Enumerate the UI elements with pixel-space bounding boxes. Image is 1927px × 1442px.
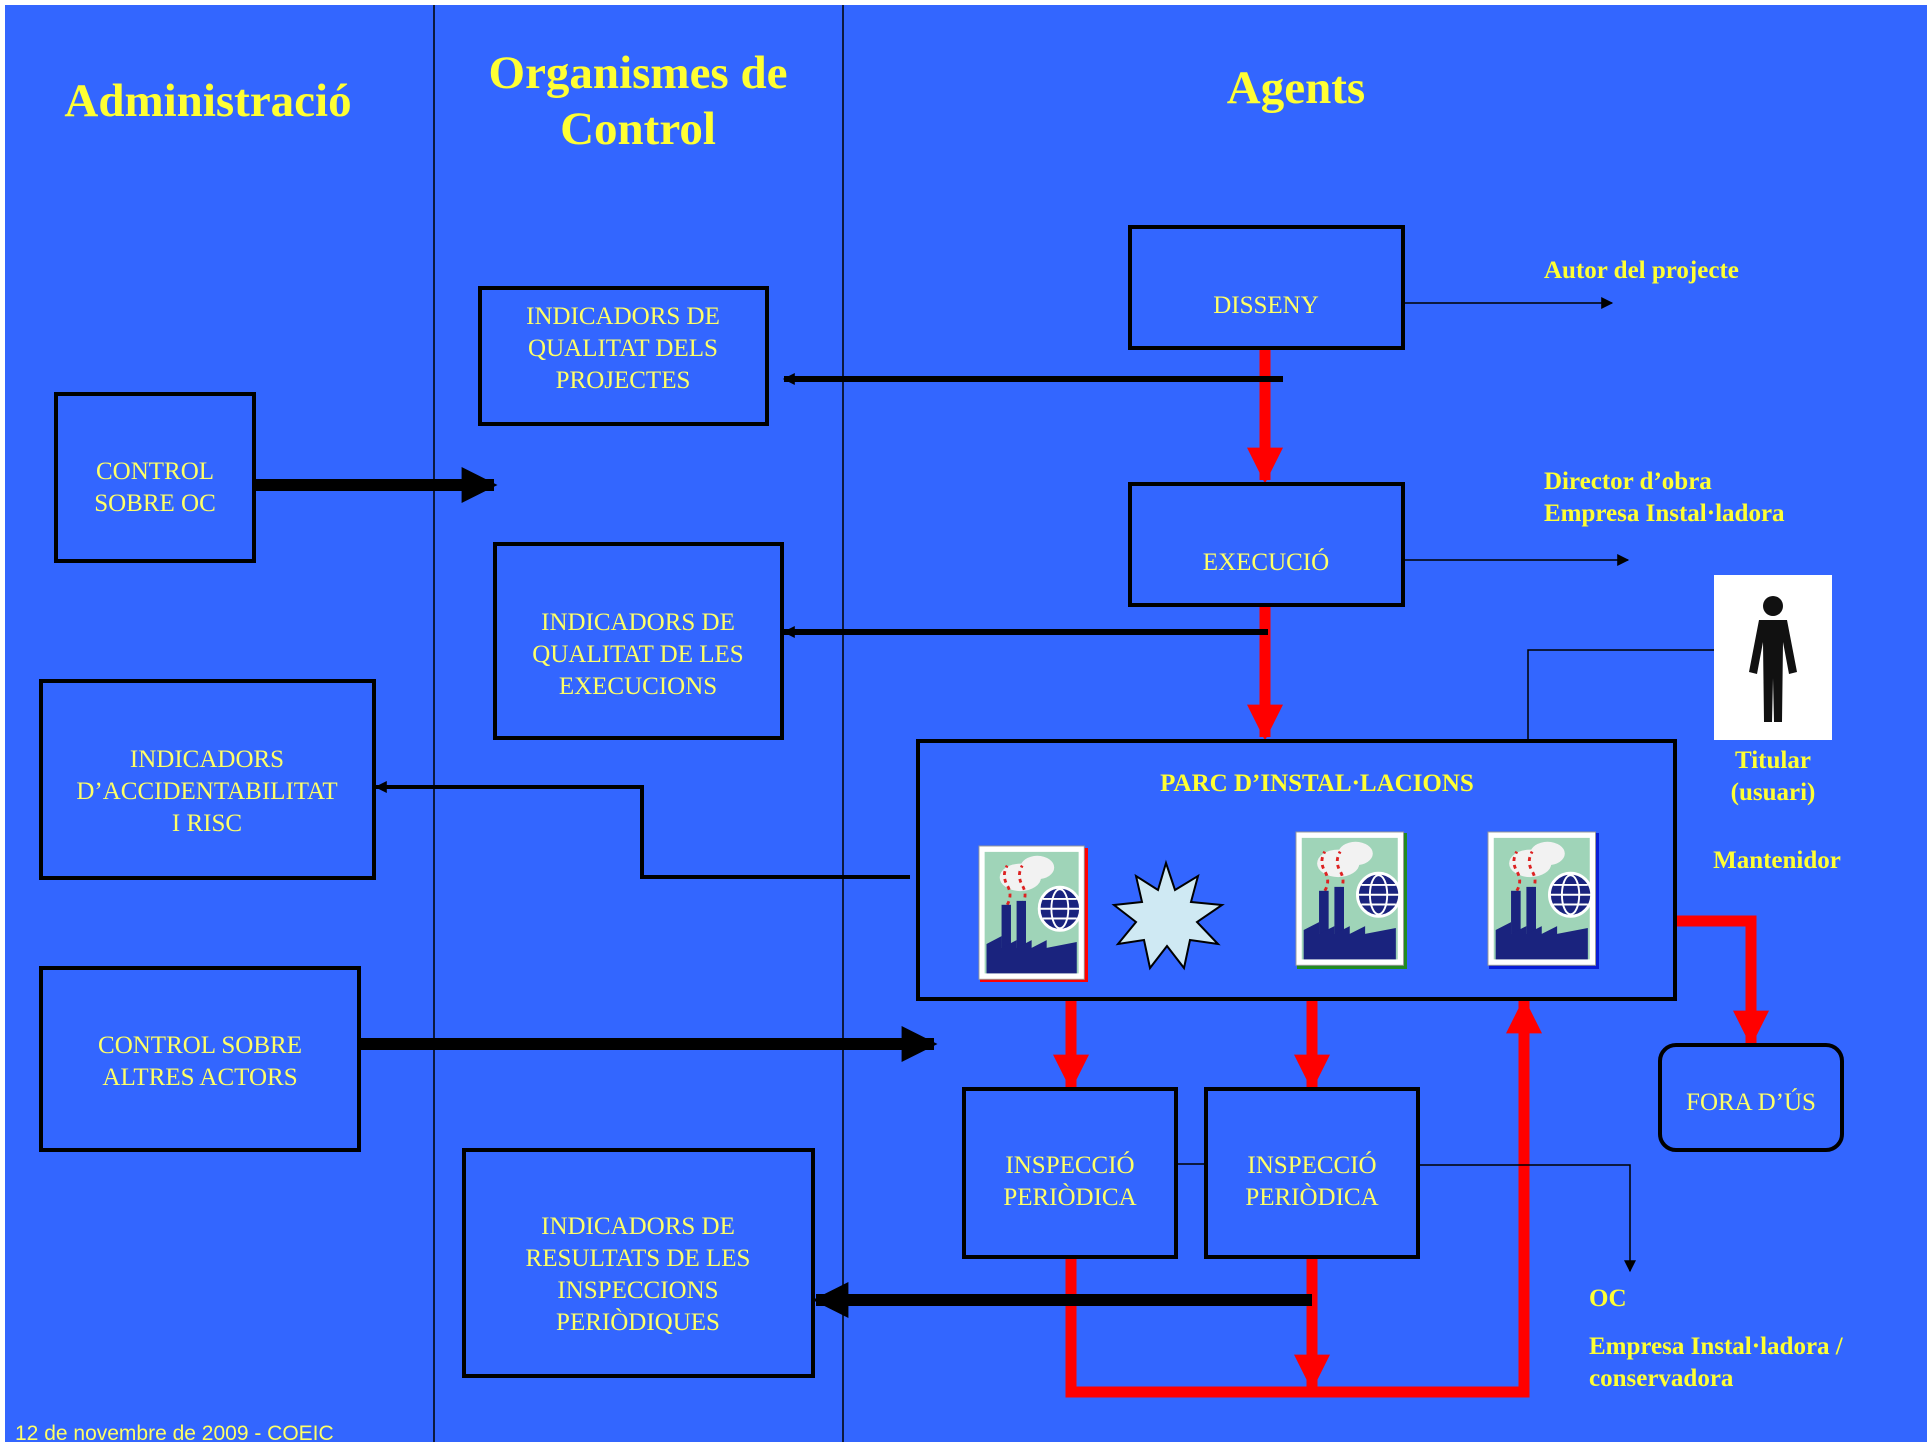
box-indicadors-projectes (478, 286, 769, 426)
box-control-altres-line2: ALTRES ACTORS (102, 1064, 297, 1091)
box-control-sobre-altres-actors (39, 966, 361, 1152)
box-execucio (1128, 482, 1405, 607)
info-arrow-to-accidentabilitat (374, 781, 910, 879)
box-indicadors-accidentabilitat-line2: D’ACCIDENTABILITAT (76, 778, 337, 805)
flow-arrow-return-loop (1065, 997, 1542, 1398)
pointer-arrow-oc (1418, 1164, 1636, 1273)
box-disseny (1128, 225, 1405, 350)
box-fora-us (1658, 1043, 1844, 1152)
box-indicadors-execucions-line2: QUALITAT DE LES (532, 641, 743, 668)
label-empresa-conservadora-line1: Empresa Instal·ladora / (1589, 1333, 1844, 1360)
explosion-icon (1111, 859, 1225, 971)
box-inspeccio-1-line1: INSPECCIÓ (1005, 1151, 1134, 1179)
box-disseny-label: DISSENY (1213, 292, 1319, 319)
header-organismes-line1: Organismes de (489, 47, 788, 99)
box-control-sobre-oc-line2: SOBRE OC (94, 490, 216, 517)
box-indicadors-inspeccions (462, 1148, 815, 1378)
box-control-sobre-oc (54, 392, 256, 563)
box-indicadors-projectes-line1: INDICADORS DE (526, 303, 720, 330)
box-inspeccio-2-line2: PERIÒDICA (1245, 1183, 1378, 1211)
box-indicadors-inspeccions-line1: INDICADORS DE (541, 1213, 735, 1240)
box-indicadors-inspeccions-line2: RESULTATS DE LES (526, 1245, 751, 1272)
box-inspeccio-periodica-1 (962, 1087, 1178, 1259)
box-indicadors-accidentabilitat-line1: INDICADORS (130, 746, 284, 773)
factory-icon (977, 844, 1088, 982)
box-control-altres-line1: CONTROL SOBRE (98, 1032, 302, 1059)
box-control-sobre-oc-line1: CONTROL (96, 458, 214, 485)
label-director-obra: Director d’obra (1544, 468, 1712, 495)
header-agents: Agents (1227, 62, 1365, 114)
label-usuari: (usuari) (1731, 779, 1816, 806)
box-parc-title: PARC D’INSTAL·LACIONS (1160, 770, 1474, 797)
box-indicadors-inspeccions-line3: INSPECCIONS (557, 1277, 718, 1304)
label-empresa-conservadora-line2: conservadora (1589, 1365, 1734, 1392)
label-oc: OC (1589, 1285, 1627, 1312)
factory-icon (1294, 830, 1407, 969)
box-execucio-label: EXECUCIÓ (1203, 548, 1329, 576)
box-indicadors-execucions-line3: EXECUCIONS (559, 673, 717, 700)
box-indicadors-accidentabilitat-line3: I RISC (172, 810, 242, 837)
box-indicadors-execucions-line1: INDICADORS DE (541, 609, 735, 636)
box-inspeccio-2-line1: INSPECCIÓ (1247, 1151, 1376, 1179)
factory-icon (1486, 830, 1599, 969)
label-empresa-installadora: Empresa Instal·ladora (1544, 500, 1785, 527)
box-indicadors-projectes-line2: QUALITAT DELS (528, 335, 718, 362)
pointer-arrow-titular (1527, 644, 1742, 741)
box-inspeccio-periodica-2 (1204, 1087, 1420, 1259)
box-indicadors-execucions (493, 542, 784, 740)
flow-arrow-parc-fora-us (1676, 915, 1769, 1047)
label-autor-projecte: Autor del projecte (1544, 257, 1739, 284)
box-inspeccio-1-line2: PERIÒDICA (1003, 1183, 1136, 1211)
label-titular: Titular (1735, 747, 1811, 774)
header-organismes-line2: Control (560, 103, 716, 155)
footer-date-text: 12 de novembre de 2009 - COEIC (15, 1422, 334, 1442)
box-fora-us-label: FORA D’ÚS (1686, 1088, 1816, 1116)
person-icon (1714, 575, 1832, 740)
label-mantenidor: Mantenidor (1713, 847, 1841, 874)
box-indicadors-accidentabilitat (39, 679, 376, 880)
header-administracio: Administració (64, 75, 351, 127)
box-indicadors-projectes-line3: PROJECTES (556, 367, 691, 394)
box-indicadors-inspeccions-line4: PERIÒDIQUES (556, 1308, 720, 1336)
